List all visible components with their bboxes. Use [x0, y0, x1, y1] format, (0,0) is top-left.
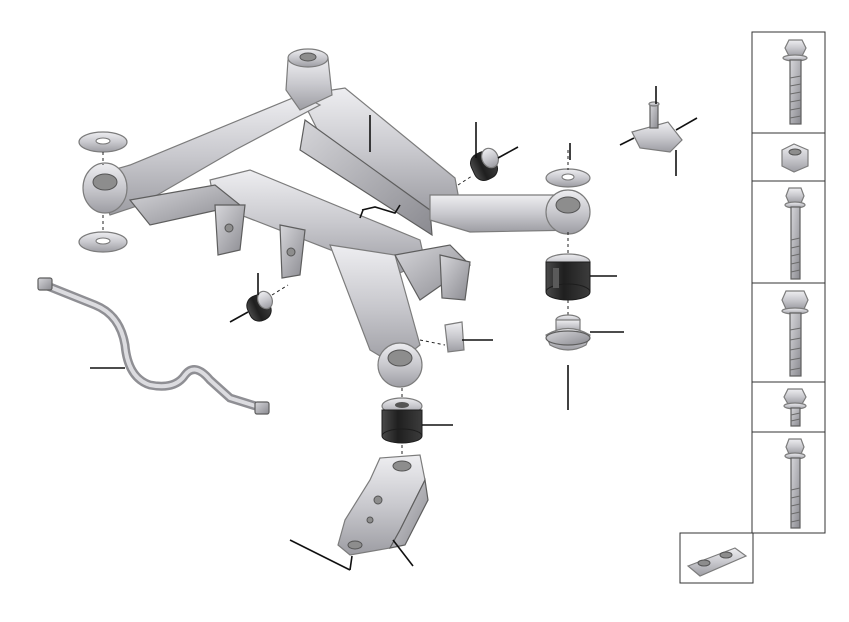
- hydro-mount-icon[interactable]: [545, 314, 591, 351]
- mounting-bracket-icon[interactable]: [631, 101, 683, 153]
- washer-icon[interactable]: [78, 131, 128, 153]
- hex-nut-icon[interactable]: [781, 143, 809, 173]
- collar-bolt-icon[interactable]: [784, 187, 806, 280]
- subframe-icon[interactable]: [82, 48, 591, 388]
- support-bracket-icon[interactable]: [337, 454, 429, 556]
- nut-plate-icon[interactable]: [686, 547, 748, 577]
- hex-bolt-icon[interactable]: [781, 290, 809, 377]
- bushing-icon[interactable]: [545, 253, 591, 301]
- washer-icon[interactable]: [78, 231, 128, 253]
- clip-icon[interactable]: [419, 321, 465, 353]
- collar-bolt-icon[interactable]: [784, 438, 806, 529]
- rubber-mount-icon[interactable]: [467, 146, 501, 184]
- bushing-icon[interactable]: [381, 397, 423, 444]
- hex-bolt-icon[interactable]: [782, 39, 808, 125]
- hex-bolt-icon[interactable]: [783, 388, 807, 427]
- rubber-mount-icon[interactable]: [244, 289, 276, 325]
- leader-lines: [90, 86, 698, 571]
- washer-icon[interactable]: [545, 168, 591, 188]
- stabilizer-bar-icon[interactable]: [37, 277, 270, 415]
